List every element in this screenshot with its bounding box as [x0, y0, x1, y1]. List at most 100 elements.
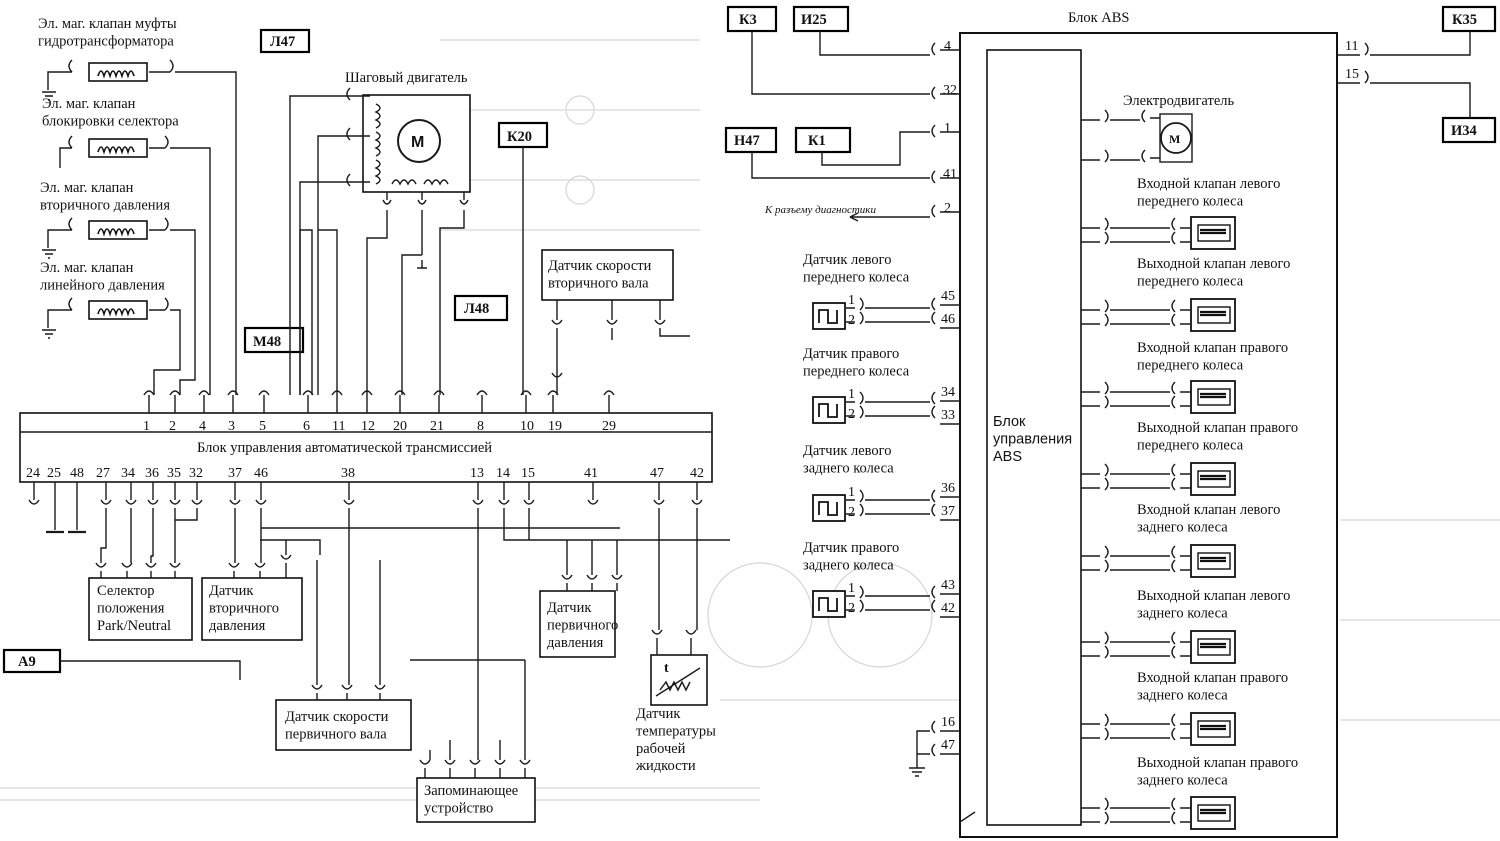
- vss-secondary-box: [541, 249, 674, 301]
- abs-pin: 37: [941, 504, 955, 519]
- tcu-pin: 6: [303, 419, 310, 434]
- connector-k35-label: К35: [1452, 12, 1477, 28]
- tcu-pin: 41: [584, 466, 598, 481]
- abs-pin: 41: [943, 167, 957, 182]
- tcu-block: [19, 412, 713, 483]
- abs-pin: 42: [941, 601, 955, 616]
- abs-pin-right: 11: [1345, 39, 1358, 54]
- tcu-pin: 48: [70, 466, 84, 481]
- abs-pin: 33: [941, 408, 955, 423]
- connector-k20-label: К20: [507, 129, 532, 145]
- abs-inner-block: [986, 49, 1082, 826]
- p2-box: [201, 577, 303, 641]
- connector-l47-label: Л47: [270, 34, 295, 50]
- sensor-pin-1: 1: [848, 581, 855, 596]
- temp-sensor-box: [650, 654, 708, 706]
- tcu-pin: 3: [228, 419, 235, 434]
- abs-title: Блок ABS: [1068, 10, 1130, 26]
- tcu-pin: 27: [96, 466, 110, 481]
- tcu-pin: 36: [145, 466, 159, 481]
- abs-pin: 1: [944, 121, 951, 136]
- connector-m48-label: М48: [253, 334, 281, 350]
- connector-l48-label: Л48: [464, 301, 489, 317]
- abs-pin: 32: [943, 83, 957, 98]
- abs-pin: 34: [941, 385, 955, 400]
- tcu-pin: 34: [121, 466, 135, 481]
- abs-motor-label: Электродвигатель: [1123, 93, 1235, 109]
- sensor-pin-1: 1: [848, 387, 855, 402]
- connector-k35: [1441, 5, 1497, 33]
- sensor-pin-1: 1: [848, 485, 855, 500]
- sensor-pin-2: 2: [848, 407, 855, 422]
- connector-k3: [726, 5, 778, 33]
- tcu-pin: 29: [602, 419, 616, 434]
- tcu-pin: 15: [521, 466, 535, 481]
- stepper-motor-symbol: M: [411, 134, 424, 151]
- tcu-pin: 32: [189, 466, 203, 481]
- connector-l48: [453, 294, 509, 322]
- tcu-pin: 14: [496, 466, 510, 481]
- connector-a9-label: А9: [18, 654, 36, 670]
- tcu-pin: 47: [650, 466, 664, 481]
- tcu-pin: 20: [393, 419, 407, 434]
- connector-i25-label: И25: [801, 12, 827, 28]
- connector-i34: [1441, 116, 1497, 144]
- connector-n47: [724, 126, 778, 154]
- tcu-pin: 10: [520, 419, 534, 434]
- abs-pin: 45: [941, 289, 955, 304]
- sensor-pin-1: 1: [848, 293, 855, 308]
- tcu-pin: 4: [199, 419, 206, 434]
- connector-i25: [792, 5, 850, 33]
- connector-k1-label: К1: [808, 133, 826, 149]
- connector-l47: [259, 28, 311, 54]
- tcu-pin: 5: [259, 419, 266, 434]
- stepper-motor: Шаговый двигатель M: [289, 70, 471, 395]
- tcu-pin: 24: [26, 466, 40, 481]
- sensor-pin-2: 2: [848, 313, 855, 328]
- stepper-motor-label: Шаговый двигатель: [345, 70, 468, 86]
- temp-sensor-symbol: t: [664, 661, 669, 676]
- connector-m48: [243, 326, 305, 354]
- tcu-pin: 12: [361, 419, 375, 434]
- vss-primary-box: [275, 699, 412, 751]
- connector-k1: [794, 126, 852, 154]
- tcu-pin: 35: [167, 466, 181, 481]
- tcu-bottom-pins: 24 25 48 27 34 36 35 32 37 46 38 13 14 1…: [26, 466, 704, 481]
- memory-box: [416, 777, 536, 823]
- tcu-pin: 13: [470, 466, 484, 481]
- abs-pin: 16: [941, 715, 955, 730]
- tcu-title: Блок управления автоматической трансмисс…: [197, 440, 492, 456]
- abs-pin: 36: [941, 481, 955, 496]
- sensor-pin-2: 2: [848, 601, 855, 616]
- abs-pin-right: 15: [1345, 67, 1359, 82]
- connector-k20: [497, 121, 549, 149]
- tcu-pin: 21: [430, 419, 444, 434]
- p1-box: [539, 590, 616, 658]
- tcu-top-pins: 1 2 4 3 5 6 11 12 20 21 8 10 19 29: [143, 419, 616, 434]
